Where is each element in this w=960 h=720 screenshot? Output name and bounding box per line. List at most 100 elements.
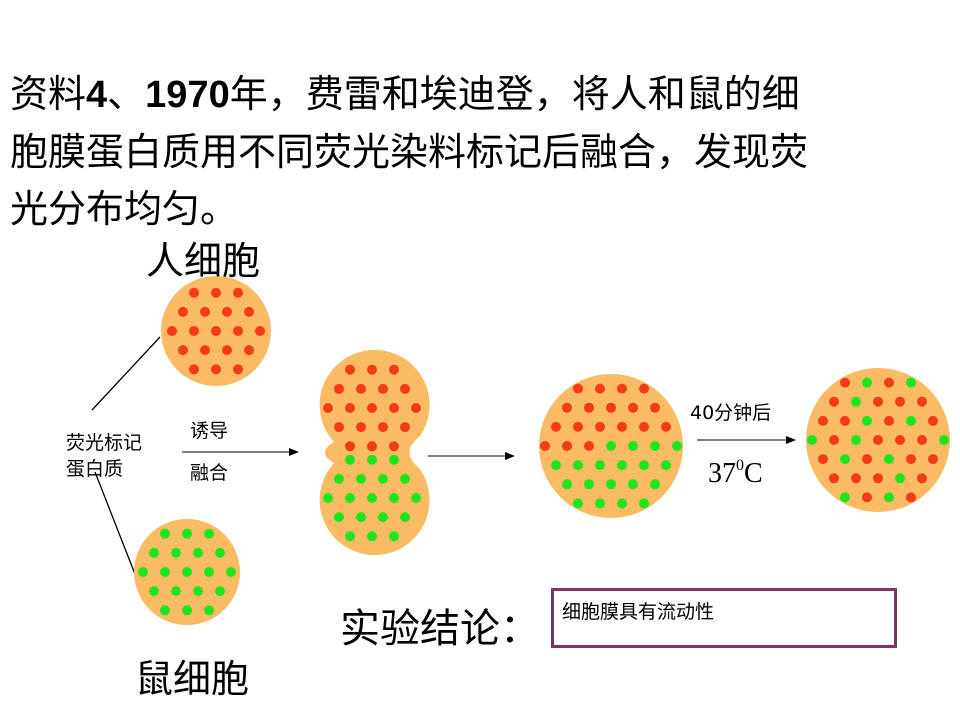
human-protein-dot xyxy=(829,396,839,407)
human-protein-dot xyxy=(356,383,366,394)
temperature-unit: C xyxy=(744,458,763,489)
mouse-protein-dot xyxy=(149,586,159,597)
mouse-protein-dot xyxy=(661,460,671,471)
conclusion-answer: 细胞膜具有流动性 xyxy=(562,601,715,623)
mouse-protein-dot xyxy=(138,567,148,577)
mouse-protein-dot xyxy=(204,528,214,539)
human-protein-dot xyxy=(540,441,550,451)
human-protein-dot xyxy=(200,345,210,356)
degree-sign: 0 xyxy=(736,456,744,474)
human-protein-dot xyxy=(818,415,828,426)
human-protein-dot xyxy=(639,421,649,432)
mouse-protein-dot xyxy=(584,479,594,490)
human-protein-dot xyxy=(367,441,377,452)
temperature-label: 370C xyxy=(708,456,763,490)
mouse-protein-dot xyxy=(378,512,388,523)
mouse-protein-dot xyxy=(389,493,399,503)
human-protein-dot xyxy=(178,345,188,356)
human-protein-dot xyxy=(617,383,627,394)
human-protein-dot xyxy=(895,396,905,407)
mouse-protein-dot xyxy=(389,454,399,465)
human-protein-dot xyxy=(389,364,399,375)
human-protein-dot xyxy=(573,383,583,394)
mouse-protein-dot xyxy=(378,473,388,484)
mouse-protein-dot xyxy=(906,377,916,388)
intro-separator: 、 xyxy=(107,72,146,116)
human-protein-dot xyxy=(345,403,355,413)
mouse-protein-dot xyxy=(323,493,333,503)
mouse-protein-dot xyxy=(182,528,192,539)
mouse-protein-dot xyxy=(573,460,583,471)
conclusion-answer-box[interactable]: 细胞膜具有流动性 xyxy=(551,588,897,648)
human-protein-dot xyxy=(378,383,388,394)
human-protein-dot xyxy=(928,454,938,465)
human-protein-dot xyxy=(917,396,927,407)
mouse-protein-dot xyxy=(345,454,355,465)
mouse-protein-dot xyxy=(573,498,583,509)
human-protein-dot xyxy=(917,435,927,445)
fluor-label-line2: 蛋白质 xyxy=(66,458,124,480)
intro-year: 1970 xyxy=(145,74,230,116)
mouse-protein-dot xyxy=(367,493,377,503)
mouse-protein-dot xyxy=(215,547,225,558)
human-protein-dot xyxy=(334,422,344,433)
human-protein-dot xyxy=(367,403,377,413)
mouse-protein-dot xyxy=(851,396,861,407)
human-protein-dot xyxy=(345,364,355,375)
human-protein-dot xyxy=(906,492,916,503)
mouse-protein-dot xyxy=(650,479,660,490)
human-protein-dot xyxy=(211,326,221,336)
mouse-protein-dot xyxy=(595,460,605,471)
pointer-line-human xyxy=(91,336,161,411)
mouse-protein-dot xyxy=(628,441,638,451)
human-protein-dot xyxy=(389,441,399,452)
mouse-protein-dot xyxy=(367,531,377,542)
human-protein-dot xyxy=(584,402,594,413)
mouse-protein-dot xyxy=(551,460,561,471)
human-protein-dot xyxy=(862,454,872,465)
mouse-protein-dot xyxy=(204,605,214,616)
mouse-protein-dot xyxy=(628,479,638,490)
human-protein-dot xyxy=(562,441,572,451)
mouse-protein-dot xyxy=(226,567,236,577)
human-protein-dot xyxy=(334,383,344,394)
mouse-protein-dot xyxy=(862,415,872,426)
human-protein-dot xyxy=(873,396,883,407)
human-protein-dot xyxy=(628,402,638,413)
mouse-protein-dot xyxy=(906,415,916,426)
human-protein-dot xyxy=(884,377,894,388)
human-protein-dot xyxy=(661,421,671,432)
human-protein-dot xyxy=(873,473,883,484)
mouse-protein-dot xyxy=(639,498,649,509)
human-protein-dot xyxy=(928,415,938,426)
protein-markers xyxy=(138,287,949,616)
intro-line1-rest: 年，费雷和埃迪登，将人和鼠的细 xyxy=(229,72,800,116)
human-protein-dot xyxy=(840,377,850,388)
mouse-protein-dot xyxy=(650,441,660,451)
human-protein-dot xyxy=(906,454,916,465)
mouse-protein-dot xyxy=(160,528,170,539)
human-protein-dot xyxy=(323,403,333,413)
conclusion-label: 实验结论： xyxy=(340,606,540,652)
temperature-value: 37 xyxy=(708,458,736,489)
mouse-protein-dot xyxy=(171,547,181,558)
human-protein-dot xyxy=(222,345,232,356)
mouse-protein-dot xyxy=(345,493,355,503)
mouse-protein-dot xyxy=(400,473,410,484)
mouse-protein-dot xyxy=(149,547,159,558)
intro-line3: 光分布均匀。 xyxy=(10,187,239,231)
human-protein-dot xyxy=(818,454,828,465)
human-protein-dot xyxy=(829,473,839,484)
fuse-label: 融合 xyxy=(190,462,229,484)
human-protein-dot xyxy=(562,402,572,413)
human-protein-dot xyxy=(606,402,616,413)
human-protein-dot xyxy=(244,306,254,317)
mouse-protein-dot xyxy=(840,492,850,503)
human-protein-dot xyxy=(895,435,905,445)
mouse-protein-dot xyxy=(334,512,344,523)
intro-number: 4 xyxy=(86,74,108,116)
human-protein-dot xyxy=(178,306,188,317)
mouse-protein-dot xyxy=(204,567,214,577)
human-protein-dot xyxy=(222,306,232,317)
